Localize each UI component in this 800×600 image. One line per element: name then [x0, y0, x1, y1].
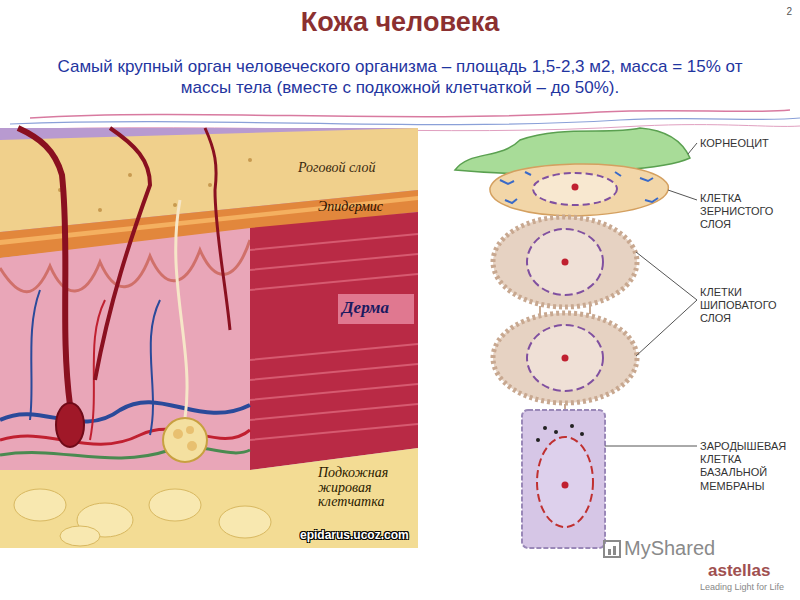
- blood-vessels-part: [30, 290, 160, 435]
- decor-waves: [0, 110, 800, 131]
- skin-block-part: [338, 294, 414, 324]
- sweat-gland: [163, 200, 207, 462]
- basal-cell-part: [536, 438, 540, 442]
- hair-part: [95, 128, 150, 380]
- sweat-gland-part: [176, 200, 187, 418]
- logo-icon-part: [608, 549, 611, 555]
- skin-block-part: [248, 158, 252, 162]
- spinous-cells-part: [493, 313, 637, 403]
- cell-label: КЛЕТКА ЗЕРНИСТОГО СЛОЯ: [700, 192, 796, 232]
- blood-vessels-part: [0, 402, 250, 421]
- watermark: epidarus.ucoz.com: [300, 528, 416, 542]
- granular-cell-part: [572, 184, 579, 191]
- cell-label: КОРНЕОЦИТ: [700, 137, 796, 150]
- spinous-cells-part: [527, 229, 603, 295]
- leader-lines-part: [636, 252, 697, 356]
- cell-label: КЛЕТКИ ШИПОВАТОГО СЛОЯ: [700, 286, 796, 326]
- logo-icon-part: [613, 546, 616, 555]
- spinous-cells-part: [493, 217, 637, 307]
- logo-text: MyShared: [624, 536, 724, 560]
- skin-block-part: [219, 506, 271, 538]
- skin-block-part: [208, 183, 212, 187]
- layer-label: Роговой слой: [298, 160, 416, 177]
- hair: [18, 128, 230, 447]
- basal-cell-part: [543, 426, 547, 430]
- skin-block-part: [14, 489, 66, 521]
- skin-block-part: [0, 240, 250, 292]
- hair-part: [205, 128, 230, 330]
- leader-lines-part: [688, 143, 697, 154]
- layer-label: Эпидермис: [318, 199, 416, 216]
- spinous-cells-part: [527, 325, 603, 391]
- slide-title: Кожа человека: [100, 6, 700, 38]
- leader-lines: [605, 143, 697, 446]
- skin-block-part: [250, 212, 418, 470]
- skin-block: [0, 128, 418, 548]
- spinous-cells-part: [562, 355, 569, 362]
- hair-part: [18, 128, 70, 405]
- spinous-cells-part: [562, 259, 569, 266]
- skin-block-part: [173, 203, 177, 207]
- sweat-gland-part: [163, 418, 207, 462]
- skin-block-part: [128, 173, 132, 177]
- basal-cell-part: [562, 482, 569, 489]
- logo-icon-part: [604, 541, 620, 557]
- basal-cell-part: [570, 424, 574, 428]
- logo-text: astellas: [708, 561, 796, 581]
- granular-cell-part: [490, 164, 668, 216]
- basal-cell-part: [580, 432, 584, 436]
- basal-cell-part: [537, 437, 593, 527]
- cell-label: ЗАРОДЫШЕВАЯ КЛЕТКА БАЗАЛЬНОЙ МЕМБРАНЫ: [700, 440, 796, 493]
- blood-vessels: [0, 290, 250, 458]
- basal-cell-part: [522, 410, 605, 548]
- hair-part: [56, 403, 84, 447]
- sweat-gland-part: [187, 441, 197, 451]
- slide-number: 2: [762, 6, 792, 18]
- leader-lines-part: [605, 446, 697, 447]
- blood-vessels-part: [0, 447, 250, 458]
- logo-slogan: Leading Light for Life: [700, 582, 796, 593]
- subtitle-text: Самый крупный орган человеческого органи…: [30, 56, 770, 99]
- skin-block-part: [0, 448, 418, 548]
- basal-cell-part: [554, 430, 558, 434]
- sweat-gland-part: [186, 426, 194, 434]
- leader-lines-part: [668, 190, 697, 200]
- decor-waves-part: [10, 118, 800, 125]
- spinous-cells: [493, 216, 637, 412]
- skin-block-part: [98, 208, 102, 212]
- skin-block-part: [250, 234, 418, 440]
- skin-block-part: [0, 128, 418, 548]
- skin-block-part: [60, 526, 100, 546]
- blood-vessels-part: [0, 429, 250, 444]
- layer-label: Дерма: [342, 298, 412, 318]
- sweat-gland-part: [173, 429, 183, 439]
- decor-waves-part: [30, 110, 790, 118]
- granular-cell: [490, 164, 668, 216]
- basal-cell: [522, 410, 605, 548]
- granular-cell-part: [533, 173, 617, 205]
- skin-block-part: [149, 489, 201, 521]
- logo-icon: [604, 541, 620, 557]
- layer-label: Подкожная жировая клетчатка: [318, 466, 416, 510]
